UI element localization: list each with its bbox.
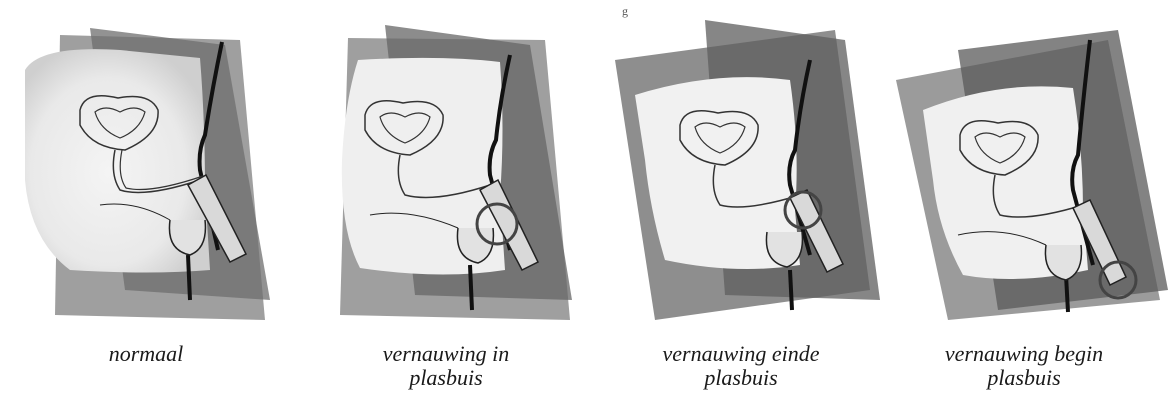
body-contour-lower	[470, 265, 472, 310]
body-contour-lower	[188, 255, 190, 300]
anatomy-illustration-end-narrowing	[595, 0, 887, 340]
caption-mid-narrowing: vernauwing in plasbuis	[300, 342, 592, 390]
body-contour-lower	[790, 270, 792, 310]
panel-end-narrowing: vernauwing einde plasbuis	[595, 0, 887, 400]
anatomy-illustration-begin-narrowing	[878, 0, 1170, 340]
caption-end-narrowing: vernauwing einde plasbuis	[595, 342, 887, 390]
caption-begin-narrowing: vernauwing begin plasbuis	[878, 342, 1170, 390]
panel-mid-narrowing: vernauwing in plasbuis	[300, 0, 592, 400]
panel-normal: normaal	[0, 0, 292, 400]
panel-begin-narrowing: vernauwing begin plasbuis	[878, 0, 1170, 400]
anatomy-illustration-mid-narrowing	[300, 0, 592, 340]
caption-normal: normaal	[0, 342, 292, 366]
anatomy-illustration-normal	[0, 0, 292, 340]
